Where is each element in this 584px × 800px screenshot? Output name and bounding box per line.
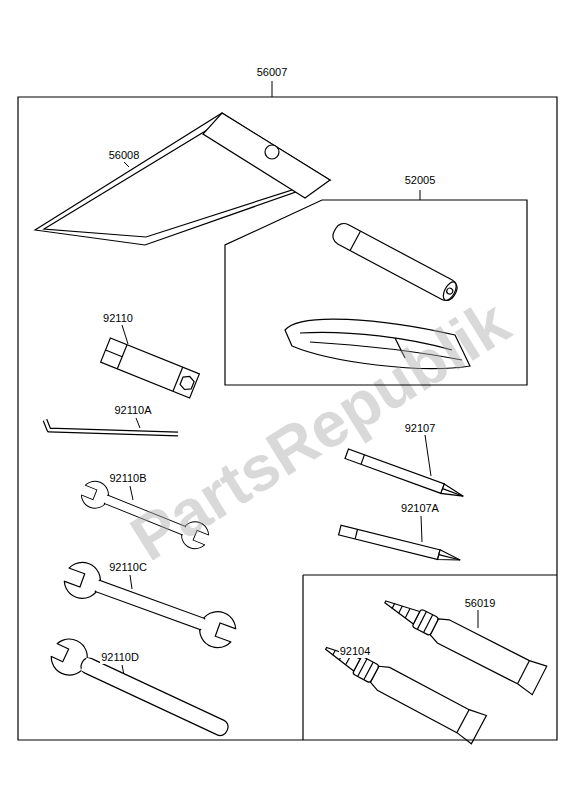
callout-number: 92104 — [339, 645, 372, 658]
callout-number: 92110B — [108, 472, 147, 485]
screwdriver-bit — [339, 525, 462, 565]
tool-pouch — [35, 113, 330, 245]
callout-number: 92107 — [404, 422, 437, 435]
open-wrench-large — [56, 556, 245, 654]
frame-line — [18, 97, 557, 740]
kit-frame: 5600752005 — [18, 97, 557, 740]
sealant-tube — [319, 634, 487, 743]
hex-key — [45, 420, 178, 434]
screwdriver-bit — [345, 449, 465, 501]
hook-spanner — [44, 632, 235, 747]
callout-number: 56008 — [108, 149, 141, 162]
kit-subframe: 52005 — [225, 200, 527, 385]
callout-number: 92110D — [100, 651, 140, 664]
callout-number: 92110C — [108, 561, 148, 574]
callout-number: 56007 — [256, 66, 289, 79]
callout-number: 92110 — [102, 312, 134, 325]
screwdriver-handle — [330, 220, 460, 303]
plug-wrench — [101, 338, 200, 398]
callout-number: 92110A — [113, 404, 152, 417]
callout-number: 56019 — [464, 597, 497, 610]
callout-number: 52005 — [404, 174, 437, 187]
frame-outline — [18, 97, 557, 740]
callout-number: 92107A — [400, 502, 440, 515]
frame-outline — [225, 200, 527, 385]
